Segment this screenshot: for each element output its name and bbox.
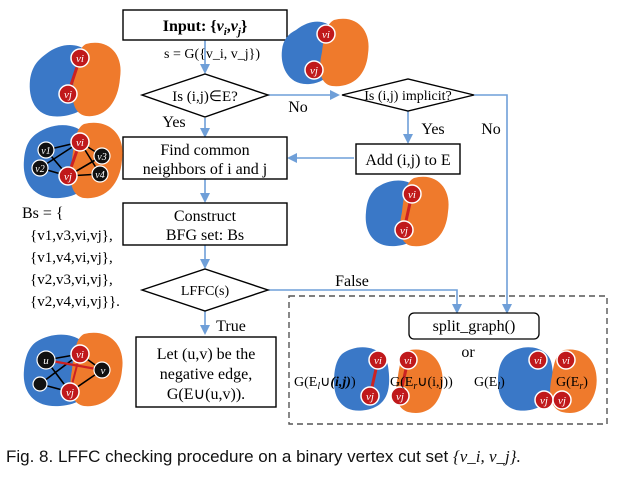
decision-in-E-label: Is (i,j)∈E? — [172, 89, 238, 105]
input-label: Input: {vi,vj} — [163, 18, 248, 38]
negative-edge-box — [135, 336, 277, 408]
split-region — [288, 295, 608, 425]
svg-text:v4: v4 — [95, 170, 104, 181]
svg-text:u: u — [43, 355, 49, 367]
svg-text:vj: vj — [64, 89, 72, 101]
arrow-no-to-split — [474, 94, 512, 314]
svg-text:v1: v1 — [41, 146, 50, 157]
decision-in-E — [139, 73, 271, 118]
svg-text:vj: vj — [66, 387, 74, 399]
bs-set-head: Bs = { — [22, 205, 64, 222]
find-common-box — [122, 136, 288, 180]
find-common-line2: neighbors of i and j — [143, 161, 267, 178]
bs-row: {v1,v4,vi,vj}, — [30, 250, 113, 266]
construct-box — [122, 202, 288, 246]
svg-text:v: v — [101, 365, 106, 377]
label-no-2: No — [481, 121, 501, 138]
figure-caption: Fig. 8. LFFC checking procedure on a bin… — [6, 447, 521, 466]
label-true: True — [216, 318, 246, 335]
construct-line1: Construct — [174, 208, 237, 225]
decision-lffc — [139, 268, 271, 312]
negative-line2: negative edge, — [160, 366, 252, 383]
s-definition: s = G({v_i, v_j}) — [164, 47, 260, 62]
decision-lffc-label: LFFC(s) — [181, 284, 230, 299]
construct-line2: BFG set: Bs — [166, 227, 244, 244]
graph-split-without-edge: vi vj vi vj — [498, 347, 597, 413]
graph-after-add: vi vj — [365, 176, 449, 247]
flow-arrows — [200, 40, 512, 335]
graph-top-middle: vi vj — [281, 18, 369, 87]
negative-line3: G(E∪(u,v)). — [167, 386, 245, 403]
label-no-1: No — [288, 99, 308, 116]
svg-text:vi: vi — [404, 355, 412, 367]
svg-text:vi: vi — [76, 53, 84, 65]
g-er-union-label: G(Er∪(i,j)) — [390, 375, 453, 392]
svg-text:v3: v3 — [97, 152, 106, 163]
split-graph-box — [408, 312, 540, 340]
svg-text:vj: vj — [400, 225, 408, 237]
label-yes-1: Yes — [162, 114, 185, 131]
svg-text:vi: vi — [562, 355, 570, 367]
svg-text:vi: vi — [322, 29, 330, 41]
svg-text:vi: vi — [76, 349, 84, 361]
svg-text:vj: vj — [366, 391, 374, 403]
svg-text:vj: vj — [558, 395, 566, 407]
svg-text:vj: vj — [310, 65, 318, 77]
split-graph-label: split_graph() — [433, 318, 516, 335]
graph-negative-edge: u v vi vj — [23, 332, 123, 407]
add-edge-box — [355, 143, 461, 175]
svg-text:v2: v2 — [35, 164, 44, 175]
graph-split-with-edge: vi vj vi vj — [334, 347, 443, 413]
label-yes-2: Yes — [421, 121, 444, 138]
arrow-false-to-split — [268, 289, 462, 314]
add-edge-label: Add (i,j) to E — [365, 152, 450, 169]
svg-text:vi: vi — [408, 189, 416, 201]
bs-row: {v2,v3,vi,vj}, — [30, 272, 113, 288]
find-common-line1: Find common — [160, 142, 249, 159]
svg-text:vj: vj — [64, 171, 72, 183]
g-er-label: G(Er) — [556, 375, 588, 392]
svg-text:vj: vj — [396, 391, 404, 403]
g-el-label: G(El) — [474, 375, 505, 392]
input-box — [122, 9, 288, 41]
decision-implicit — [341, 78, 475, 112]
graph-top-left: vi vj — [29, 42, 121, 117]
label-false: False — [335, 273, 369, 290]
svg-text:vi: vi — [534, 355, 542, 367]
g-el-union-label: G(El∪(i,j)) — [294, 375, 356, 392]
graph-common-neighbors: v1 v2 v3 v4 vi vj — [23, 122, 123, 199]
svg-text:vi: vi — [76, 137, 84, 149]
negative-line1: Let (u,v) be the — [157, 346, 256, 363]
bs-row: {v2,v4,vi,vj}}. — [30, 294, 120, 310]
svg-text:vi: vi — [374, 355, 382, 367]
svg-text:vj: vj — [540, 395, 548, 407]
decision-implicit-label: Is (i,j) implicit? — [364, 89, 451, 104]
or-label: or — [461, 344, 475, 361]
bs-row: {v1,v3,vi,vj}, — [30, 228, 113, 244]
